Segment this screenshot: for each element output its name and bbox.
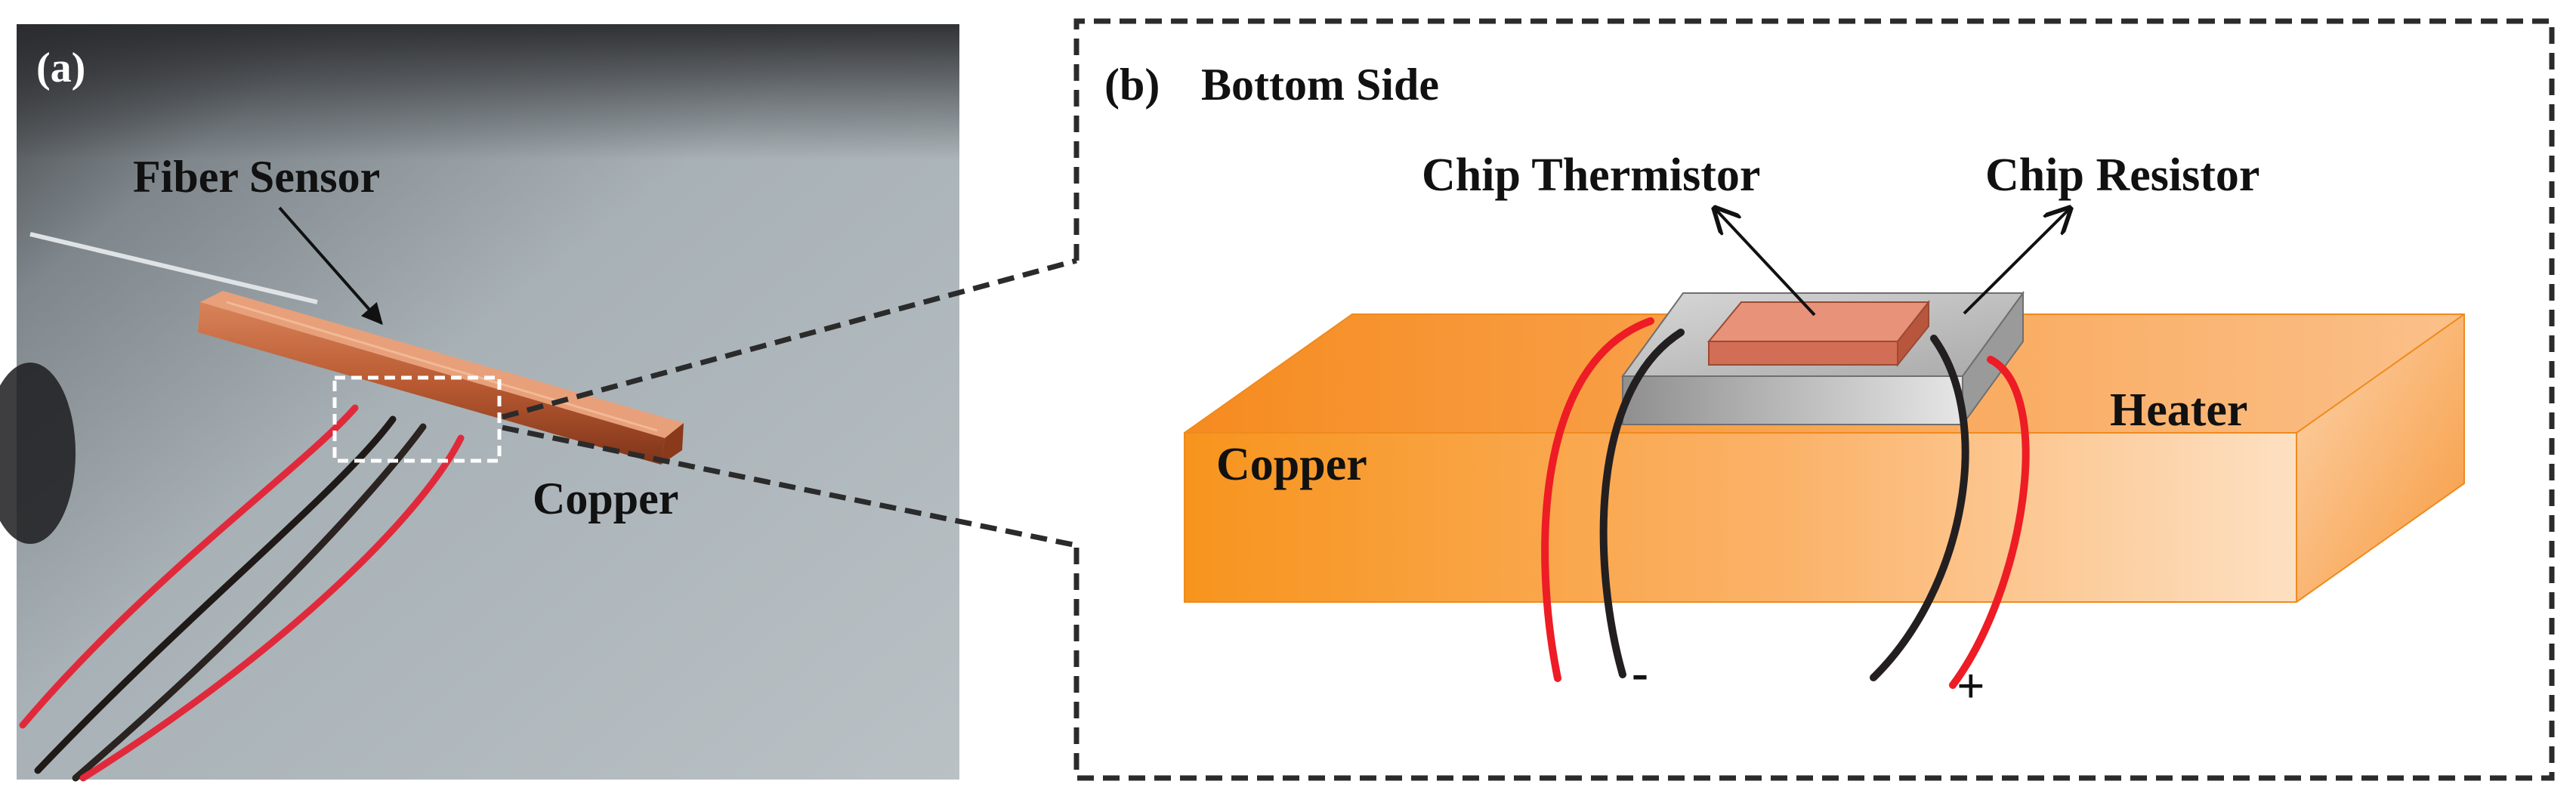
- wire-red-left: [1541, 317, 1654, 682]
- photo-wire-red-1: [19, 404, 359, 729]
- minus-terminal-label: -: [1632, 645, 1648, 700]
- schematic-panel-b: (b) Bottom Side: [1073, 18, 2555, 781]
- optical-fiber: [29, 232, 318, 304]
- photo-dark-top: [17, 24, 959, 160]
- zoom-connector-lower: [502, 425, 1077, 548]
- wire-black-left: [1599, 329, 1685, 678]
- photo-wire-red-2: [79, 434, 465, 782]
- plus-terminal-label: +: [1957, 659, 1985, 714]
- thermistor-chip-top: [1707, 301, 1931, 342]
- schematic-wires: [1541, 317, 2030, 689]
- photo-panel-a: (a) Fiber Sensor Copper: [0, 24, 959, 782]
- heater-label: Heater: [2110, 384, 2247, 436]
- resistor-arrow: [1963, 208, 2070, 315]
- copper-block-side: [2296, 314, 2464, 602]
- thermistor-chip-side: [1897, 300, 1929, 367]
- photo-dark-object: [0, 363, 76, 544]
- thermistor-arrow: [1715, 208, 1816, 316]
- schematic-copper-label: Copper: [1216, 439, 1367, 490]
- zoom-connectors: [502, 258, 1077, 548]
- photo-zoom-box: [332, 375, 502, 463]
- heater-chip-front: [1622, 375, 1963, 425]
- callout-border: [1073, 18, 2555, 781]
- photo-wire-black-1: [34, 415, 397, 774]
- chip-resistor-label: Chip Resistor: [1985, 150, 2259, 201]
- wire-red-right: [1949, 356, 2030, 689]
- wire-black-right: [1870, 335, 1969, 681]
- zoom-connector-upper: [502, 258, 1077, 420]
- chip-thermistor-label: Chip Thermistor: [1422, 150, 1760, 201]
- thermistor-chip-front: [1708, 341, 1898, 366]
- panel-a-tag: (a): [36, 45, 85, 91]
- copper-block-front: [1185, 433, 2296, 602]
- photo-copper-label: Copper: [533, 474, 678, 523]
- panel-b-title: Bottom Side: [1201, 60, 1439, 110]
- panel-b-tag: (b): [1104, 60, 1160, 110]
- fiber-sensor-label: Fiber Sensor: [133, 152, 380, 202]
- fiber-sensor-arrow: [278, 206, 383, 326]
- thermistor-chip: [1707, 300, 1931, 367]
